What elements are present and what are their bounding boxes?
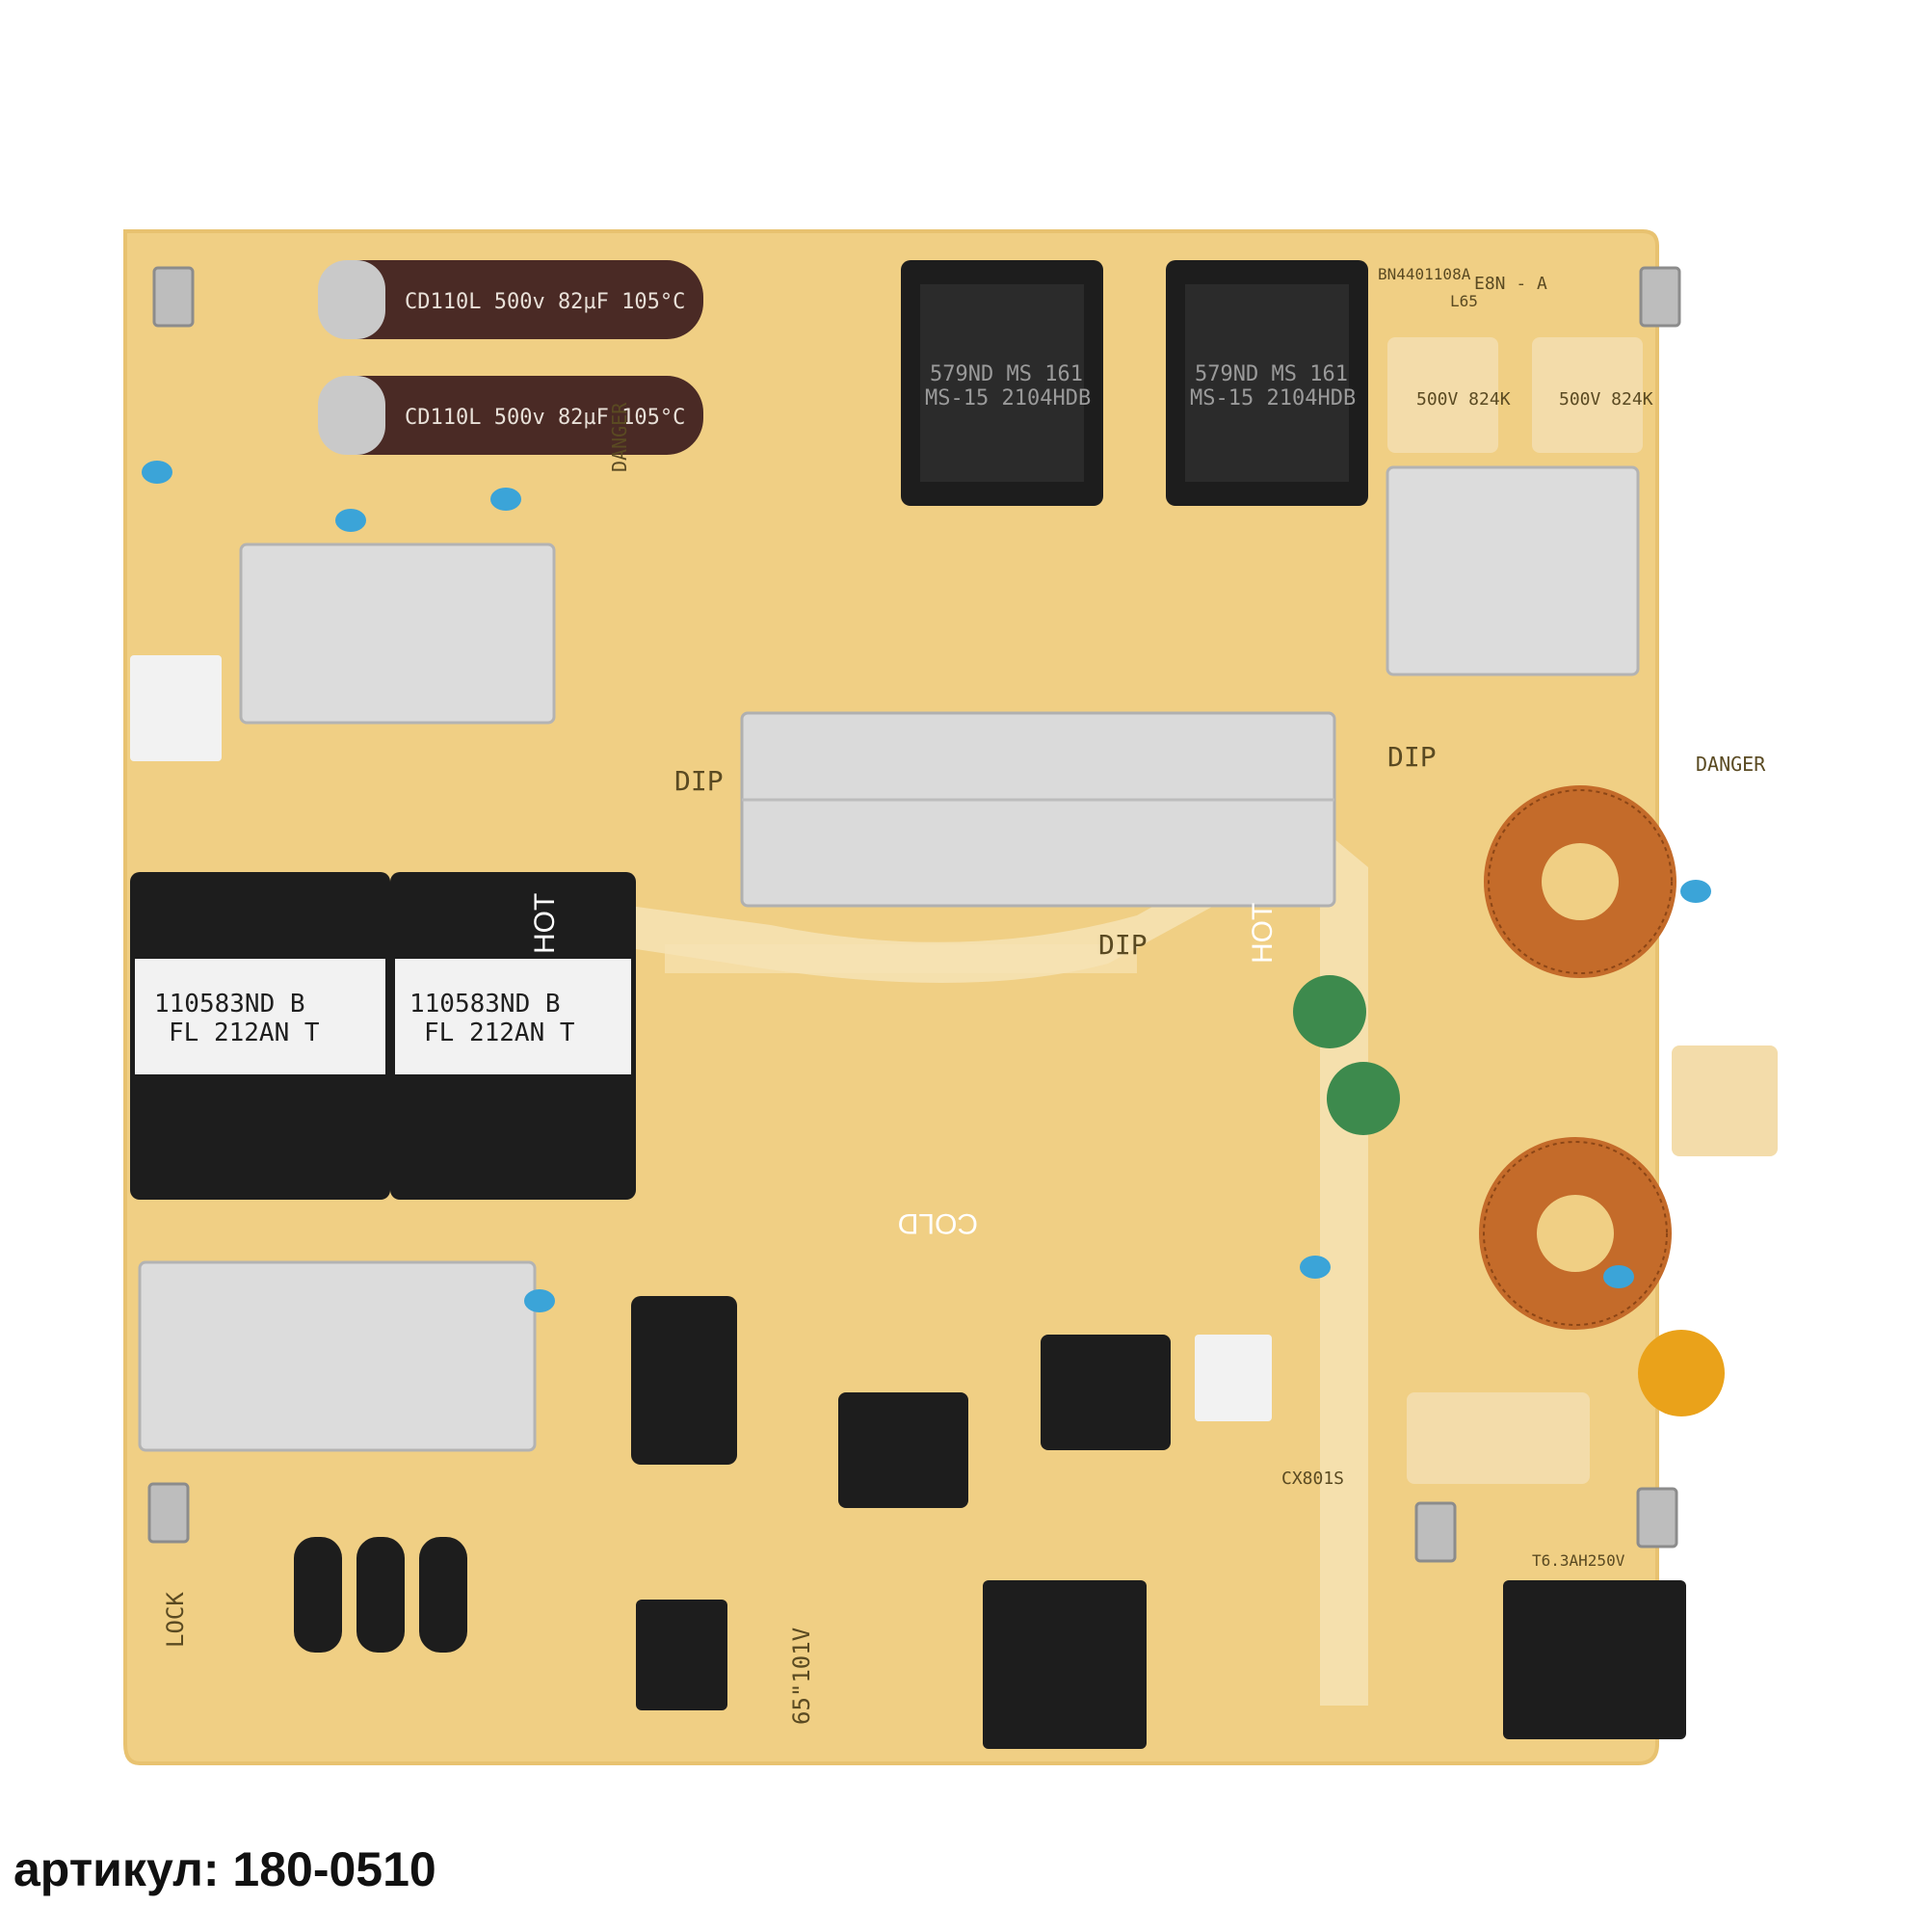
- svg-text:FL 212AN T: FL 212AN T: [169, 1019, 320, 1047]
- svg-text:110583ND B: 110583ND B: [154, 990, 305, 1019]
- svg-text:LOCK: LOCK: [162, 1592, 189, 1648]
- svg-text:DIP: DIP: [1098, 929, 1148, 961]
- isolation-gap-2: [665, 944, 1137, 973]
- heatsink-right: [1386, 465, 1640, 676]
- svg-text:DIP: DIP: [1387, 741, 1437, 773]
- capacitor-bank: [631, 1296, 737, 1465]
- svg-text:L65: L65: [1450, 292, 1478, 310]
- cap-label: CD110L 500v 82µF 105°C: [405, 290, 685, 314]
- svg-text:500V 824K: 500V 824K: [1416, 389, 1511, 410]
- mylar-capacitors-top: 500V 824K 500V 824K: [1387, 337, 1653, 453]
- choke-bottom-2: [1041, 1335, 1171, 1450]
- transformer-left-2: 110583ND B FL 212AN T: [390, 872, 636, 1200]
- mylar-cap-bottom: [1407, 1392, 1590, 1484]
- white-cap: [130, 655, 222, 761]
- svg-text:CD110L 500v 82µF 105°C: CD110L 500v 82µF 105°C: [405, 406, 685, 430]
- choke-bottom-1: [838, 1392, 968, 1508]
- svg-text:MS-15 2104HDB: MS-15 2104HDB: [1190, 386, 1356, 410]
- svg-text:BN4401108A: BN4401108A: [1378, 265, 1471, 283]
- varistor-1: [1293, 975, 1366, 1048]
- cold-label: COLD: [898, 1207, 978, 1239]
- connector-cnm801: [636, 1600, 727, 1710]
- blue-capacitors: [142, 461, 1711, 1312]
- varistor-2: [1327, 1062, 1400, 1135]
- hot-label-right: HOT: [1247, 903, 1279, 964]
- heatsink-left-bottom: [138, 1260, 537, 1452]
- svg-text:110583ND B: 110583ND B: [409, 990, 561, 1019]
- svg-text:CX801S: CX801S: [1281, 1469, 1344, 1489]
- svg-text:MS-15 2104HDB: MS-15 2104HDB: [925, 386, 1091, 410]
- toroid-choke-2: [1479, 1137, 1672, 1330]
- connector-cn801s: [1503, 1580, 1686, 1739]
- corner-clips: [147, 266, 1681, 1563]
- article-number-caption: артикул: 180-0510: [13, 1842, 436, 1896]
- heatsink-center: [740, 711, 1336, 908]
- large-capacitor-1: CD110L 500v 82µF 105°C: [318, 260, 703, 339]
- transformer-top-1: 579ND MS 161 MS-15 2104HDB: [901, 260, 1103, 506]
- hot-label-left: HOT: [529, 893, 561, 954]
- svg-text:DANGER: DANGER: [1696, 753, 1766, 776]
- small-capacitors: [294, 1537, 467, 1653]
- svg-text:579ND MS 161: 579ND MS 161: [930, 362, 1083, 386]
- svg-text:FL 212AN T: FL 212AN T: [424, 1019, 575, 1047]
- svg-text:65"101V: 65"101V: [788, 1628, 815, 1725]
- svg-text:DANGER: DANGER: [608, 402, 631, 472]
- svg-text:500V 824K: 500V 824K: [1559, 389, 1653, 410]
- svg-text:T6.3AH250V: T6.3AH250V: [1532, 1551, 1625, 1570]
- heatsink-left-top: [239, 543, 556, 725]
- connector-cnl801: [983, 1580, 1147, 1749]
- toroid-choke-1: [1484, 785, 1676, 978]
- large-capacitor-2: CD110L 500v 82µF 105°C: [318, 376, 703, 455]
- transformer-left-1: 110583ND B FL 212AN T: [130, 872, 390, 1200]
- mylar-cap-right: [1672, 1045, 1778, 1156]
- transformer-top-2: 579ND MS 161 MS-15 2104HDB: [1166, 260, 1368, 506]
- y-capacitor: [1638, 1330, 1725, 1416]
- dip-label: DIP: [674, 765, 724, 797]
- svg-text:579ND MS 161: 579ND MS 161: [1195, 362, 1348, 386]
- white-cap-2: [1195, 1335, 1272, 1421]
- svg-text:E8N - A: E8N - A: [1474, 274, 1547, 294]
